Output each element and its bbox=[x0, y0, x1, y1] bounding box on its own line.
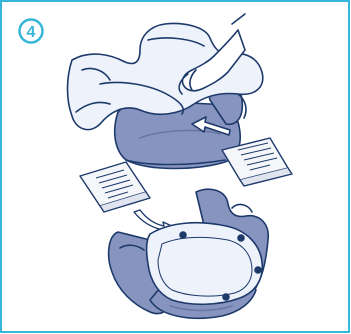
step-badge: 4 bbox=[20, 20, 43, 43]
step-number: 4 bbox=[27, 24, 36, 41]
seat-plate bbox=[147, 223, 263, 305]
